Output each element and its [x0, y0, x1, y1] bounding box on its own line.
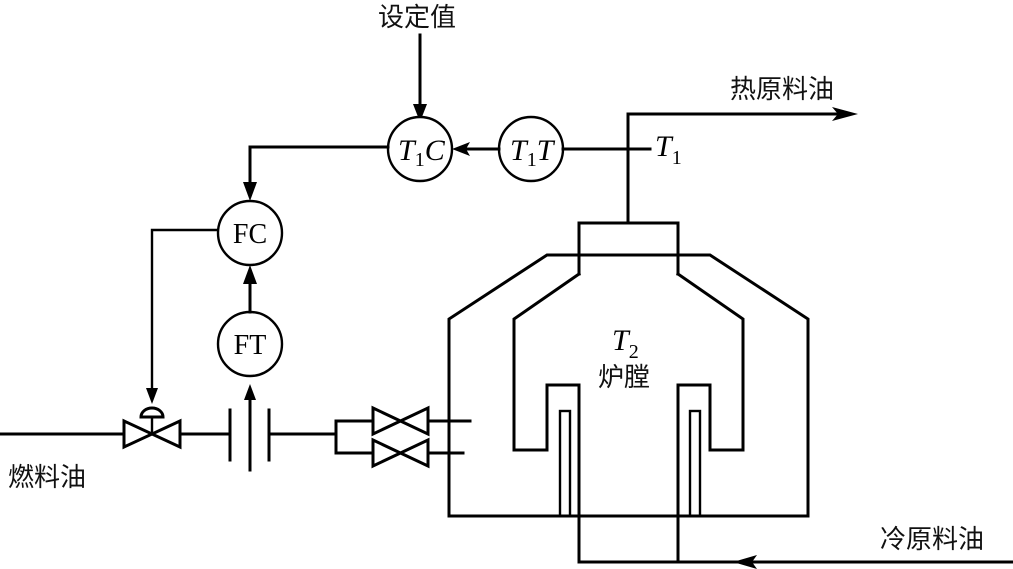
- ft-label: FT: [234, 330, 267, 361]
- fuel-oil-label: 燃料油: [8, 463, 86, 493]
- t2-label-sub: 2: [629, 341, 639, 363]
- t1c-sub: 1: [415, 149, 425, 171]
- burner-valve-1-icon[interactable]: [371, 405, 430, 437]
- svg-text:T1C: T1C: [398, 134, 446, 171]
- right-burner-tube: [688, 409, 702, 518]
- t1c-controller[interactable]: T1C: [386, 115, 454, 183]
- setpoint-arrow-icon: [413, 104, 427, 122]
- valve-body-icon: [122, 418, 182, 450]
- control-valve[interactable]: [122, 406, 182, 450]
- cold-feed-oil-label: 冷原料油: [880, 525, 984, 555]
- cold-feed-arrow-icon: [733, 555, 757, 569]
- t1-label-sub: 1: [672, 147, 682, 169]
- t2-label: T: [612, 324, 631, 357]
- svg-text:T1: T1: [655, 130, 682, 169]
- t1c-main: T: [398, 134, 417, 167]
- ft-to-fc-arrow-icon: [243, 265, 257, 284]
- hot-feed-outlet-pipe: [626, 112, 847, 224]
- furnace-outlet-box: [577, 221, 680, 276]
- t1c-to-fc-line: [248, 145, 390, 192]
- hot-feed-arrow-icon: [832, 107, 858, 121]
- svg-text:T2: T2: [612, 324, 639, 363]
- t1t-main: T: [510, 134, 529, 167]
- furnace-outer-wall: [447, 253, 810, 518]
- furnace-chamber-label: 炉膛: [598, 363, 650, 393]
- fc-to-valve-line: [150, 228, 218, 392]
- t1t-sub: 1: [527, 149, 537, 171]
- orifice-to-ft-arrow-icon: [244, 384, 256, 400]
- t1t-suffix: T: [537, 134, 556, 167]
- burner-manifold: [334, 419, 375, 455]
- t1t-transmitter[interactable]: T1T: [497, 115, 565, 183]
- t1c-to-fc-arrow-icon: [243, 182, 257, 201]
- ft-transmitter[interactable]: FT: [216, 310, 284, 378]
- setpoint-label: 设定值: [378, 3, 456, 33]
- fc-controller[interactable]: FC: [216, 199, 284, 267]
- fc-to-valve-arrow-icon: [146, 388, 158, 404]
- hot-feed-oil-label: 热原料油: [730, 75, 834, 105]
- left-burner-tube: [558, 409, 572, 518]
- t1c-suffix: C: [425, 134, 446, 167]
- svg-text:T1T: T1T: [510, 134, 556, 171]
- burner-valve-2-icon[interactable]: [371, 437, 430, 469]
- t1t-to-t1c-arrow-icon: [452, 142, 470, 156]
- left-coil: [512, 271, 582, 562]
- t1-label: T: [655, 130, 674, 163]
- valve-actuator-icon: [139, 406, 165, 419]
- right-coil: [675, 271, 745, 562]
- fc-label: FC: [233, 219, 267, 250]
